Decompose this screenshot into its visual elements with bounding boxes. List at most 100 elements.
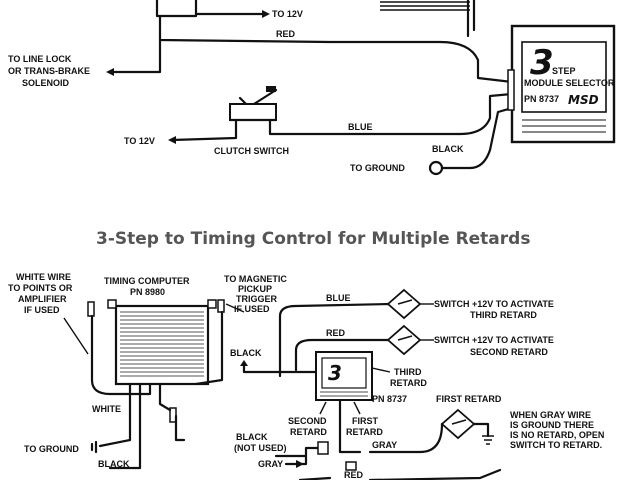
- third-retard-switch: [386, 288, 422, 320]
- timing-computer-label-2: PN 8980: [130, 287, 165, 297]
- first-retard-pointer: [353, 401, 361, 415]
- bottom-diagram: WHITE WIRE TO POINTS OR AMPLIFIER IF USE…: [8, 272, 604, 480]
- arrow-head: [168, 136, 176, 144]
- clutch-switch-label: CLUTCH SWITCH: [214, 146, 289, 156]
- black-not-used-connector: [317, 441, 329, 455]
- gray-wire-module: [338, 398, 362, 454]
- clutch-switch-body: [229, 103, 277, 121]
- module-selector-label: MODULE SELECTOR: [524, 78, 615, 88]
- first-retard-switch: [440, 408, 476, 440]
- gray-label-1: GRAY: [258, 459, 283, 469]
- red-label: RED: [276, 29, 296, 39]
- clutch-switch-knob: [266, 86, 276, 92]
- ground-terminal: [428, 160, 444, 176]
- small-module-three-glyph: 3: [328, 361, 342, 385]
- second-retard-label-2: RETARD: [290, 427, 327, 437]
- magnetic-connector: [217, 299, 225, 313]
- arrow-head: [262, 10, 270, 18]
- white-wire: [90, 314, 152, 396]
- gray-note-1: WHEN GRAY WIRE: [510, 410, 591, 420]
- three-step-module: 3 STEP MODULE SELECTOR PN 8737 MSD: [507, 24, 616, 144]
- first-retard-label: FIRST RETARD: [436, 394, 502, 404]
- magnetic-wire: [194, 310, 224, 386]
- line-lock-label-1: TO LINE LOCK: [8, 54, 72, 64]
- third-retard-label-1: THIRD: [394, 367, 422, 377]
- top-device-outline: [155, 0, 198, 18]
- white-connector: [87, 301, 95, 317]
- third-retard-label-2: RETARD: [390, 378, 427, 388]
- black-bottom-label: BLACK: [98, 459, 130, 469]
- top-right-harness: [380, 1, 470, 11]
- switch-third-label-2: THIRD RETARD: [470, 310, 537, 320]
- first-retard-ground: [472, 422, 490, 438]
- module-pn-label: PN 8737: [524, 94, 559, 104]
- line-lock-label-2: OR TRANS-BRAKE: [8, 66, 90, 76]
- module-pn-bottom-label: PN 8737: [372, 394, 407, 404]
- blue-wire: [268, 92, 514, 136]
- three-step-module-small: 3: [315, 351, 373, 401]
- module-step-label: STEP: [552, 66, 576, 76]
- white-wire-label-3: AMPLIFIER: [18, 294, 67, 304]
- to-ground-label-bottom: TO GROUND: [24, 444, 79, 454]
- clutch-12v-wire: [170, 118, 238, 142]
- black-not-used-label-2: (NOT USED): [234, 443, 287, 453]
- second-retard-pointer: [319, 401, 327, 415]
- top-diagram: TO 12V RED TO LINE LOCK OR TRANS-BRAKE S…: [8, 0, 616, 176]
- red-label-bottom: RED: [326, 328, 346, 338]
- to-ground-label: TO GROUND: [350, 163, 405, 173]
- magnetic-label-4: IF USED: [234, 304, 270, 314]
- blue-label: BLUE: [348, 122, 373, 132]
- gray-label-2: GRAY: [372, 440, 397, 450]
- gray-note-4: SWITCH TO RETARD.: [510, 440, 602, 450]
- to-12v-left-label: TO 12V: [124, 136, 155, 146]
- switch-third-label-1: SWITCH +12V TO ACTIVATE: [434, 299, 554, 309]
- black-not-used-wire: [274, 446, 320, 458]
- third-retard-pointer: [371, 367, 391, 373]
- switch-second-label-2: SECOND RETARD: [470, 347, 548, 357]
- magnetic-label-3: TRIGGER: [236, 294, 278, 304]
- white-wire-label-2: TO POINTS OR: [8, 283, 73, 293]
- red-bottom-label: RED: [344, 470, 364, 480]
- red-wire: [158, 14, 514, 84]
- gray-note-3: IS NO RETARD, OPEN: [510, 430, 604, 440]
- computer-black-wire: [108, 382, 142, 470]
- second-retard-label-1: SECOND: [288, 416, 327, 426]
- black-top-label: BLACK: [230, 348, 262, 358]
- arrow-head: [296, 460, 304, 468]
- computer-ground-wire: [98, 382, 132, 448]
- blue-wire-bottom: [278, 302, 392, 378]
- red-bottom-connector: [345, 461, 357, 471]
- line-lock-wire: [108, 38, 162, 74]
- ground-symbol: [482, 435, 494, 445]
- white-pointer: [63, 317, 89, 355]
- red-wire-bottom-run: [298, 468, 502, 480]
- computer-black-not-used: [158, 382, 186, 442]
- section-title: 3-Step to Timing Control for Multiple Re…: [96, 229, 530, 249]
- arrow-head: [106, 68, 114, 76]
- timing-computer-label-1: TIMING COMPUTER: [104, 276, 190, 286]
- module-brand-label: MSD: [568, 93, 599, 107]
- arrow-head: [240, 360, 248, 366]
- second-retard-switch: [386, 324, 422, 356]
- gray-note-2: IS GROUND THERE: [510, 420, 594, 430]
- black-label: BLACK: [432, 144, 464, 154]
- gray-wire-switch: [368, 422, 444, 454]
- white-wire-label-1: WHITE WIRE: [16, 272, 71, 282]
- black-not-used-label-1: BLACK: [236, 432, 268, 442]
- to-12v-top-label: TO 12V: [272, 9, 303, 19]
- line-lock-label-3: SOLENOID: [22, 78, 70, 88]
- magnetic-label-2: PICKUP: [238, 284, 272, 294]
- magnetic-label-1: TO MAGNETIC: [224, 274, 287, 284]
- blue-label-bottom: BLUE: [326, 293, 351, 303]
- first-label-1: FIRST: [352, 416, 379, 426]
- white-label: WHITE: [92, 404, 121, 414]
- top-right-harness-drop: [466, 0, 476, 38]
- white-wire-label-4: IF USED: [24, 305, 60, 315]
- timing-computer-box: [107, 299, 217, 386]
- switch-second-label-1: SWITCH +12V TO ACTIVATE: [434, 335, 554, 345]
- black-module-wire: [242, 362, 318, 374]
- magnetic-pointer: [225, 303, 245, 313]
- clutch-switch-lever: [238, 88, 278, 106]
- module-three-glyph: 3: [530, 43, 554, 83]
